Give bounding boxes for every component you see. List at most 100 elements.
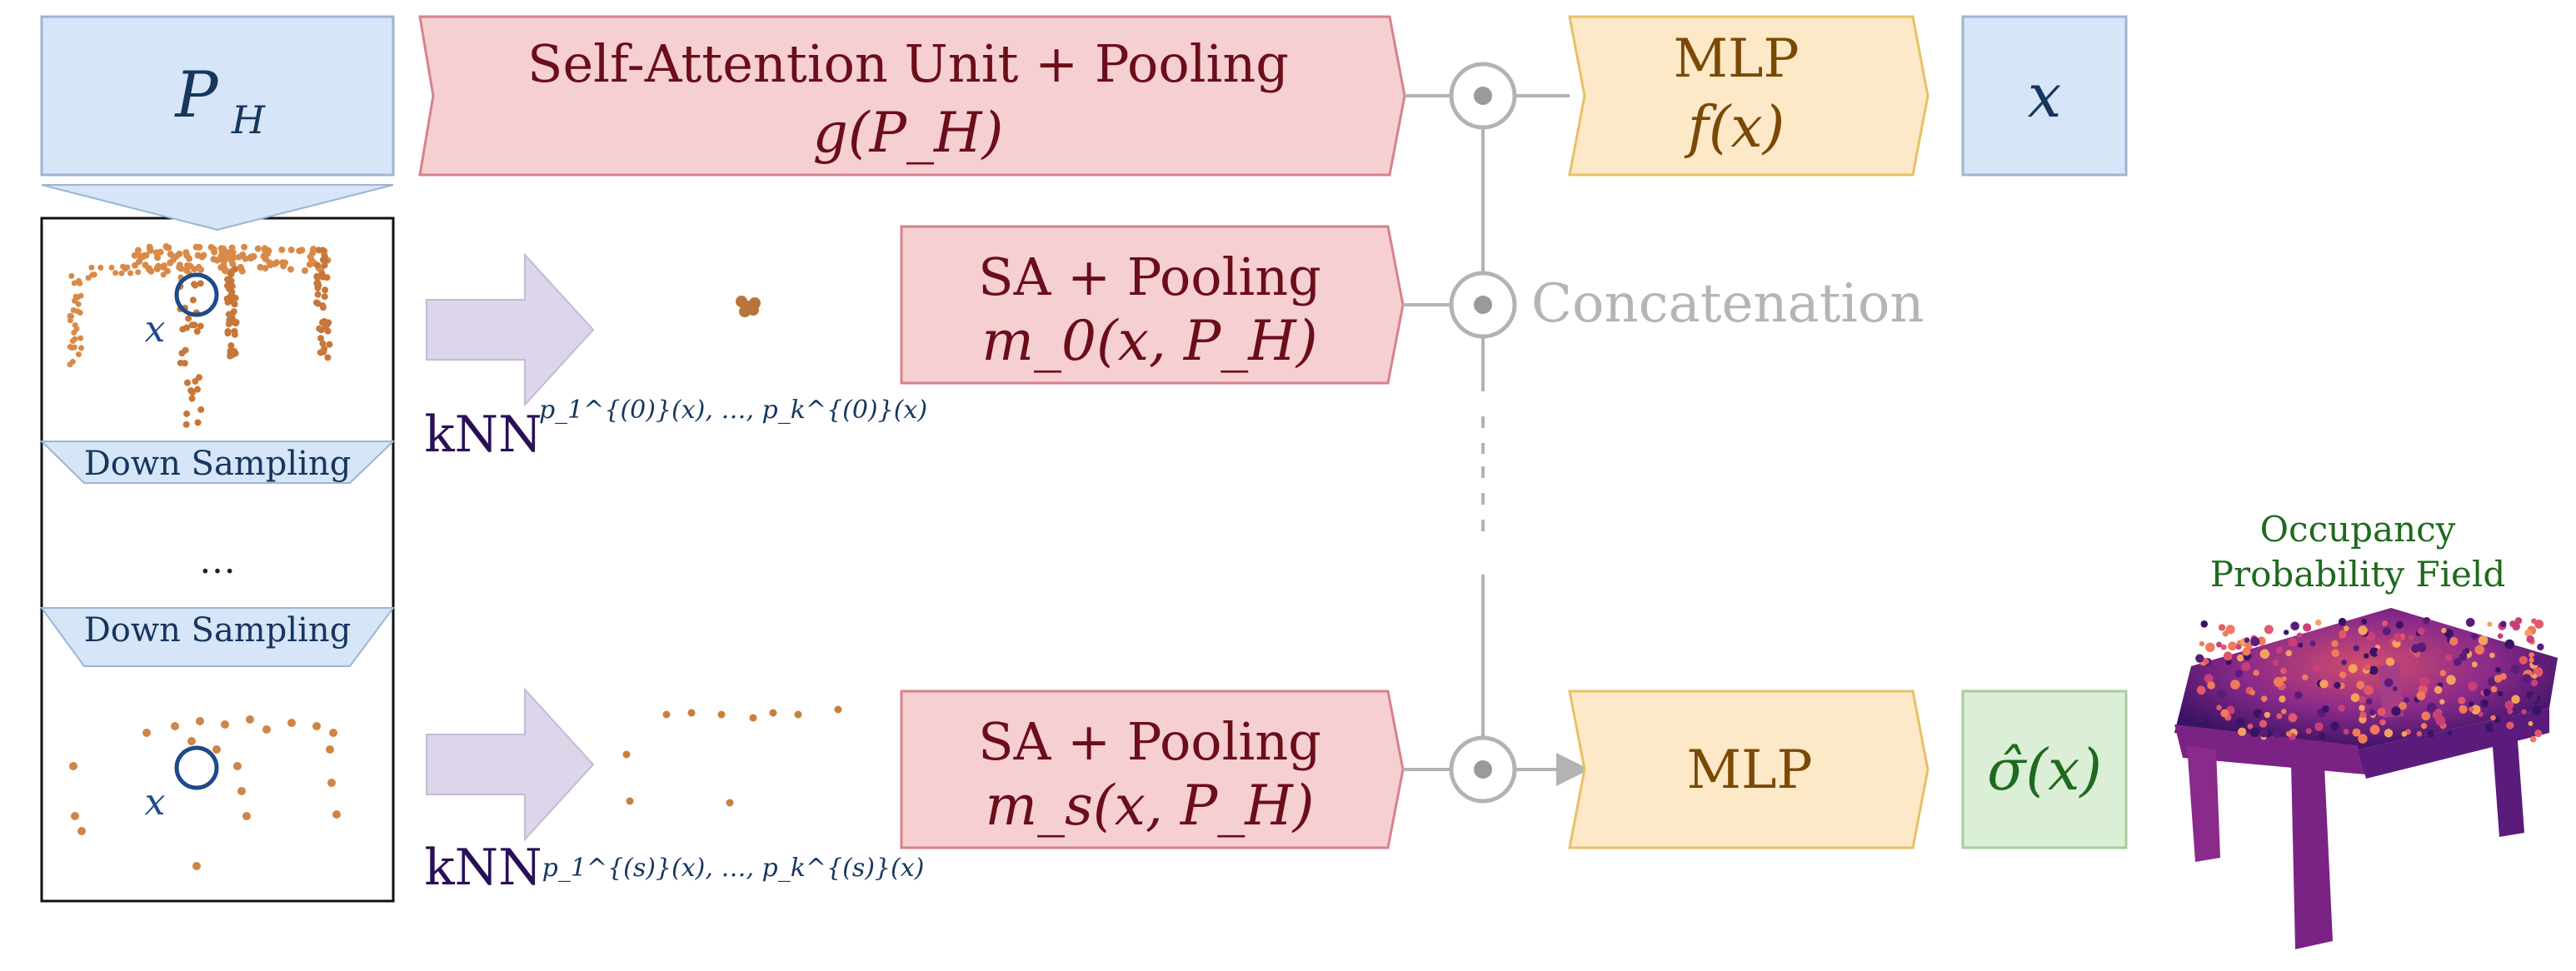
cloud-point [225, 311, 232, 318]
cloud-point [314, 261, 322, 269]
query-x-box: x [1961, 15, 2128, 177]
cloud-point [2416, 691, 2426, 701]
cloud-point [2358, 625, 2368, 635]
cloud-point [2361, 618, 2368, 625]
cloud-point [2285, 730, 2292, 737]
down-sampling-label-2: Down Sampling [84, 611, 352, 650]
cloud-point [739, 306, 751, 317]
cloud-point [78, 345, 85, 351]
cloud-point [112, 270, 119, 276]
cloud-point [171, 722, 179, 730]
cloud-point [749, 714, 757, 722]
cloud-point [224, 327, 232, 335]
cloud-point [246, 715, 254, 724]
cloud-point [120, 263, 127, 270]
cloud-point [2394, 632, 2401, 640]
cloud-point [2296, 632, 2303, 639]
cloud-point [323, 321, 331, 329]
down-sampling-band-2 [40, 607, 395, 667]
cloud-point [313, 274, 321, 281]
cloud-point [189, 296, 197, 304]
mlp-bottom-block: MLP [1568, 690, 1930, 849]
cloud-point [2494, 675, 2503, 683]
cloud-point [147, 246, 154, 254]
cloud-point [2459, 705, 2466, 712]
input-point-set-box: P H [40, 15, 395, 177]
mlp-top-title: MLP [1673, 28, 1799, 90]
cloud-point [183, 251, 191, 259]
cloud-point [262, 265, 269, 272]
cloud-point [142, 261, 149, 269]
cloud-point [2478, 635, 2489, 645]
cloud-point [231, 319, 238, 326]
input-chevron [41, 184, 394, 232]
cloud-point [2204, 674, 2214, 684]
cloud-point [2449, 636, 2459, 646]
cloud-point [2343, 625, 2349, 632]
cloud-point [2280, 709, 2287, 715]
cloud-point [154, 264, 161, 271]
cloud-point [2526, 635, 2534, 644]
cloud-point [2490, 715, 2496, 721]
cloud-point [324, 354, 332, 361]
cloud-point [2507, 708, 2514, 715]
concat-node-middle [1449, 271, 1517, 339]
cloud-point [135, 269, 142, 276]
cloud-point [2264, 625, 2274, 635]
cloud-point [2532, 673, 2538, 680]
cloud-point [2522, 674, 2532, 683]
cloud-point [794, 710, 802, 719]
cloud-point [69, 358, 76, 365]
cloud-point [2532, 705, 2542, 715]
cloud-point [2253, 670, 2259, 676]
cloud-point [2339, 632, 2345, 639]
cloud-point [2382, 620, 2388, 627]
cloud-point [834, 705, 842, 714]
cloud-point [2330, 721, 2339, 730]
cloud-point [2225, 625, 2235, 635]
cloud-point [2364, 685, 2374, 695]
output-caption-line2: Probability Field [2210, 554, 2505, 595]
cloud-point [2474, 645, 2485, 655]
cloud-point [74, 294, 81, 301]
cloud-point [217, 245, 225, 252]
cloud-point [2369, 665, 2379, 675]
cloud-point [2359, 711, 2367, 719]
cloud-point [2230, 680, 2240, 690]
cloud-point [318, 271, 326, 278]
cloud-point [262, 725, 271, 734]
cloud-point [67, 317, 73, 324]
cloud-point [2274, 730, 2281, 739]
cloud-point [2506, 721, 2514, 729]
cloud-point [160, 271, 167, 278]
cloud-point [2444, 629, 2454, 639]
cloud-point [287, 246, 295, 254]
cloud-point [315, 246, 322, 254]
cloud-point [2338, 617, 2347, 626]
cloud-point [2416, 730, 2423, 737]
cloud-point [77, 827, 86, 835]
global-block-formula: g(P_H) [813, 101, 1004, 165]
query-circle-top [174, 272, 219, 317]
cloud-point [2529, 652, 2534, 658]
cloud-point [310, 246, 317, 253]
cloud-point [2352, 728, 2361, 737]
cloud-point [2458, 696, 2466, 705]
cloud-point [2444, 654, 2453, 661]
cloud-point [2303, 623, 2312, 632]
cloud-point [2384, 678, 2394, 688]
cloud-point [68, 345, 75, 351]
cloud-point [2439, 670, 2447, 677]
cloud-point [2462, 649, 2468, 655]
cloud-point [2236, 654, 2244, 662]
cloud-point [198, 253, 206, 261]
cloud-point [2489, 652, 2495, 659]
cloud-point [2495, 667, 2501, 673]
cloud-point [2492, 723, 2501, 732]
query-label-bottom: x [145, 781, 166, 824]
cloud-point [322, 286, 329, 294]
cloud-point [167, 259, 174, 266]
output-caption-line1: Occupancy [2260, 509, 2456, 550]
cloud-point [211, 248, 218, 256]
